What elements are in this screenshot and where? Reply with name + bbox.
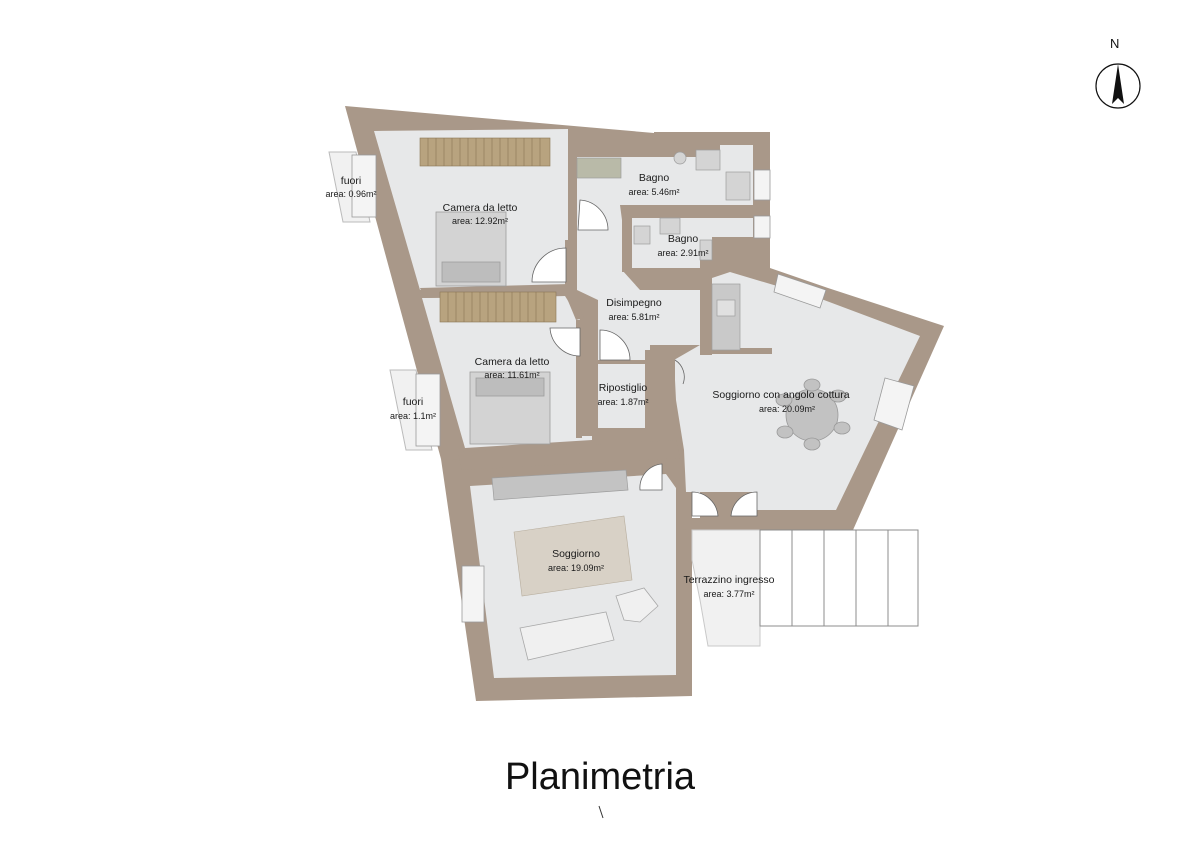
bed-1 <box>435 211 507 287</box>
decorative-tick <box>598 805 604 819</box>
floor-terrazzino <box>691 529 761 647</box>
kitchen-counter <box>711 283 741 351</box>
label-fuori-2-name: fuori <box>403 396 423 408</box>
bed-2 <box>469 371 551 445</box>
label-fuori-1-name: fuori <box>341 175 361 187</box>
wardrobe-2 <box>439 291 557 323</box>
furniture <box>419 137 851 661</box>
label-ripostiglio-area: area: 1.87m² <box>597 397 648 407</box>
internal-walls <box>420 129 772 470</box>
label-camera-1-name: Camera da letto <box>443 202 518 214</box>
doors <box>531 199 758 517</box>
floor-ripostiglio <box>598 364 650 428</box>
page-title: Planimetria <box>504 756 696 798</box>
north-arrow-icon <box>1095 63 1141 109</box>
label-disimpegno-name: Disimpegno <box>606 297 662 309</box>
windows <box>351 154 915 623</box>
floor-disimpegno <box>577 212 700 360</box>
label-terrazzino-area: area: 3.77m² <box>703 589 754 599</box>
label-soggiorno-area: area: 19.09m² <box>548 563 604 573</box>
label-terrazzino-name: Terrazzino ingresso <box>683 574 774 586</box>
wardrobe-1 <box>419 137 551 167</box>
tv-stand <box>491 469 629 501</box>
floor-camera-1 <box>374 129 568 290</box>
label-bagno-1-area: area: 5.46m² <box>628 187 679 197</box>
label-bagno-1-name: Bagno <box>639 172 670 184</box>
label-soggiorno-cottura-area: area: 20.09m² <box>759 404 815 414</box>
bath-fixtures <box>576 149 751 261</box>
label-bagno-2-name: Bagno <box>668 233 699 245</box>
rug <box>513 515 633 597</box>
label-camera-1-area: area: 12.92m² <box>452 216 508 226</box>
label-camera-2-name: Camera da letto <box>475 356 550 368</box>
label-fuori-1-area: area: 0.96m² <box>325 189 376 199</box>
label-soggiorno-cottura-name: Soggiorno con angolo cottura <box>712 389 849 401</box>
label-camera-2-area: area: 11.61m² <box>484 370 539 380</box>
sofa <box>519 587 659 661</box>
entrance-steps <box>759 529 919 627</box>
label-disimpegno-area: area: 5.81m² <box>608 312 659 322</box>
label-soggiorno-name: Soggiorno <box>552 548 600 560</box>
label-ripostiglio-name: Ripostiglio <box>599 382 648 394</box>
label-fuori-2-area: area: 1.1m² <box>390 411 436 421</box>
room-labels: fuori area: 0.96m² Camera da letto area:… <box>325 172 849 599</box>
label-bagno-2-area: area: 2.91m² <box>657 248 708 258</box>
dining-table <box>775 378 851 451</box>
compass-label: N <box>1110 36 1120 51</box>
